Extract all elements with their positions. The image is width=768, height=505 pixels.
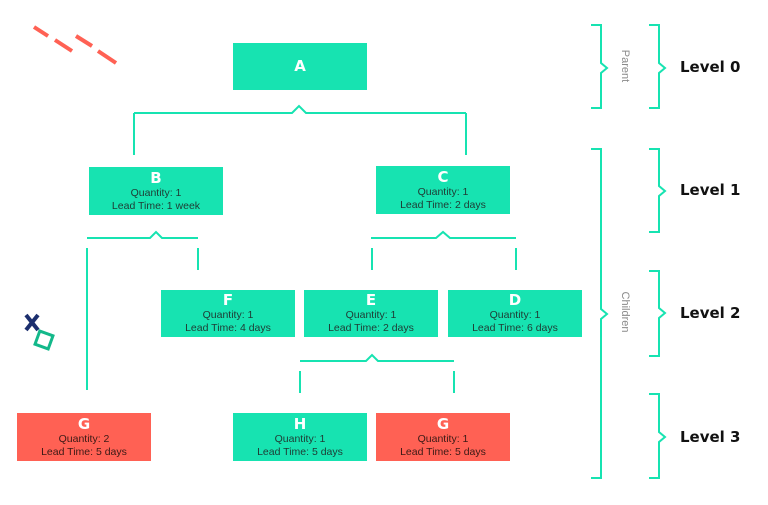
level-2-label: Level 2: [680, 304, 741, 322]
node-b: B Quantity: 1 Lead Time: 1 week: [89, 167, 223, 215]
level-1-brace: [649, 148, 667, 233]
node-c: C Quantity: 1 Lead Time: 2 days: [376, 166, 510, 214]
node-b-quantity: Quantity: 1: [130, 186, 182, 199]
children-brace: [591, 148, 609, 479]
node-g-right-name: G: [436, 414, 450, 433]
node-g-left-name: G: [77, 414, 91, 433]
node-d: D Quantity: 1 Lead Time: 6 days: [448, 290, 582, 337]
node-h-lead-time: Lead Time: 5 days: [257, 445, 343, 458]
node-c-quantity: Quantity: 1: [417, 185, 469, 198]
connector-a: [134, 104, 466, 114]
node-d-quantity: Quantity: 1: [489, 309, 541, 321]
level-1-label: Level 1: [680, 181, 741, 199]
node-b-name: B: [150, 168, 162, 187]
connector-c: [371, 230, 516, 239]
node-e: E Quantity: 1 Lead Time: 2 days: [304, 290, 438, 337]
parent-brace: [591, 24, 609, 109]
level-3-label: Level 3: [680, 428, 741, 446]
decorative-cross-icon: [24, 313, 40, 332]
node-g-right-quantity: Quantity: 1: [417, 432, 469, 445]
connector-e: [300, 353, 454, 362]
node-c-lead-time: Lead Time: 2 days: [400, 198, 486, 211]
node-h-quantity: Quantity: 1: [274, 432, 326, 445]
node-h-name: H: [293, 414, 307, 433]
node-e-name: E: [365, 291, 377, 309]
node-g-left: G Quantity: 2 Lead Time: 5 days: [17, 413, 151, 461]
node-a-name: A: [294, 57, 306, 75]
node-c-name: C: [437, 167, 449, 186]
level-0-label: Level 0: [680, 58, 741, 76]
node-d-lead-time: Lead Time: 6 days: [472, 322, 558, 334]
node-a: A: [233, 43, 367, 90]
decorative-diamond-icon: [33, 329, 55, 351]
node-g-right-lead-time: Lead Time: 5 days: [400, 445, 486, 458]
node-d-name: D: [508, 291, 522, 309]
node-g-right: G Quantity: 1 Lead Time: 5 days: [376, 413, 510, 461]
node-f-lead-time: Lead Time: 4 days: [185, 322, 271, 334]
level-3-brace: [649, 393, 667, 479]
node-g-left-lead-time: Lead Time: 5 days: [41, 445, 127, 458]
node-f-quantity: Quantity: 1: [202, 309, 254, 321]
node-g-left-quantity: Quantity: 2: [58, 432, 110, 445]
connector-b: [87, 230, 198, 239]
node-f: F Quantity: 1 Lead Time: 4 days: [161, 290, 295, 337]
children-label: Children: [619, 291, 631, 333]
node-h: H Quantity: 1 Lead Time: 5 days: [233, 413, 367, 461]
parent-label: Parent: [619, 49, 631, 83]
node-f-name: F: [222, 291, 234, 309]
node-b-lead-time: Lead Time: 1 week: [111, 199, 201, 212]
level-2-brace: [649, 270, 667, 357]
level-0-brace: [649, 24, 667, 109]
node-e-lead-time: Lead Time: 2 days: [328, 322, 414, 334]
node-e-quantity: Quantity: 1: [345, 309, 397, 321]
decorative-dashes: [32, 25, 118, 65]
